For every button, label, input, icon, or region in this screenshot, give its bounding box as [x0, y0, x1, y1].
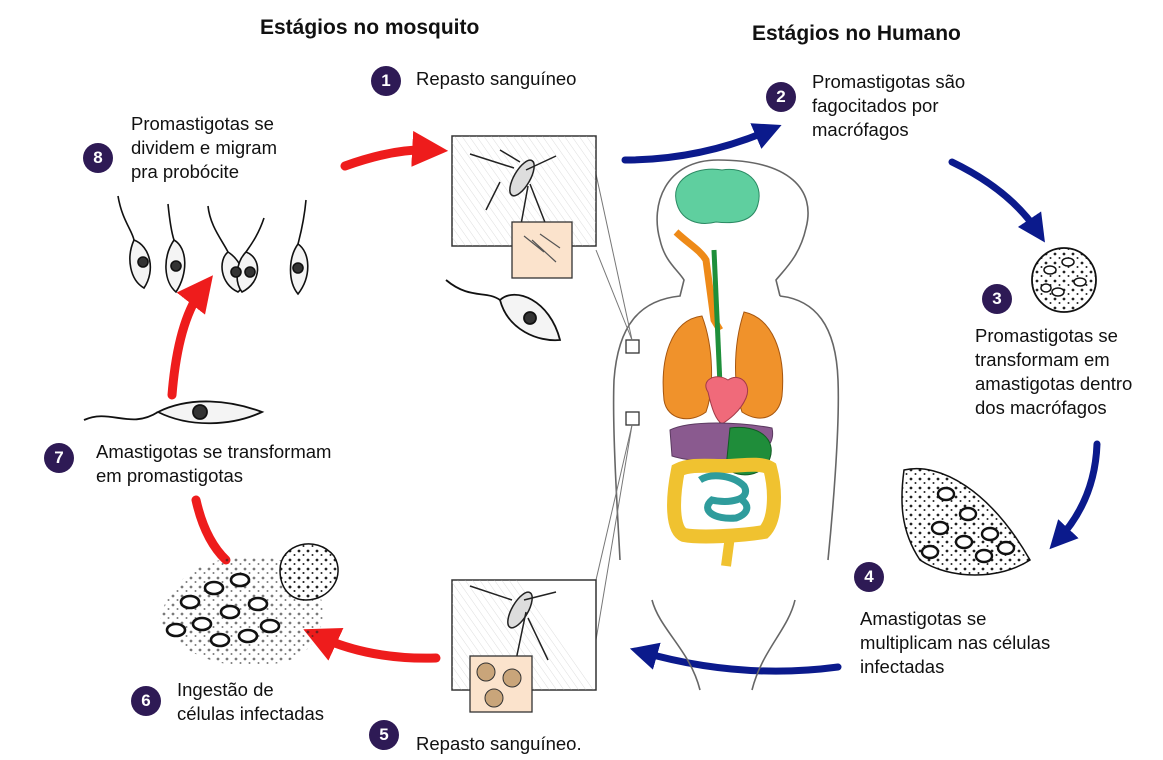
human-stages-heading: Estágios no Humano [752, 22, 961, 46]
heart [706, 377, 748, 424]
step-3-badge: 3 [982, 284, 1012, 314]
step-7-badge: 7 [44, 443, 74, 473]
step-2-badge: 2 [766, 82, 796, 112]
transforming-promastigote [84, 401, 262, 423]
pointer-line-upper [596, 174, 632, 340]
pointer-line-upper-2 [596, 250, 632, 340]
step-4-label: Amastigotas se multiplicam nas células i… [860, 607, 1050, 679]
step-2-line: fagocitados por [812, 94, 965, 118]
step-2-line: macrófagos [812, 118, 965, 142]
infected-macrophage [1032, 248, 1096, 312]
step-5-label: Repasto sanguíneo. [416, 732, 582, 756]
rectum [726, 536, 730, 566]
step-7-label: Amastigotas se transformam em promastigo… [96, 440, 331, 488]
step-5-badge: 5 [369, 720, 399, 750]
arrow-6-to-7 [196, 500, 226, 560]
step-3-line: dos macrófagos [975, 396, 1132, 420]
ingested-infected-cells [160, 544, 338, 666]
lung-left [663, 316, 711, 419]
step-6-line: Ingestão de [177, 678, 324, 702]
human-body-illustration [596, 160, 838, 690]
multiplying-amastigotes-cell [902, 469, 1030, 575]
step-6-line: células infectadas [177, 702, 324, 726]
step-1-label: Repasto sanguíneo [416, 67, 576, 91]
step-6-label: Ingestão de células infectadas [177, 678, 324, 726]
step-5-line: Repasto sanguíneo. [416, 732, 582, 756]
step-4-line: infectadas [860, 655, 1050, 679]
step-6-badge: 6 [131, 686, 161, 716]
step-4-line: Amastigotas se [860, 607, 1050, 631]
step-2-line: Promastigotas são [812, 70, 965, 94]
mosquito-stages-heading: Estágios no mosquito [260, 16, 479, 40]
step-7-line: em promastigotas [96, 464, 331, 488]
step-3-line: amastigotas dentro [975, 372, 1132, 396]
sandfly-feeding-panel-bottom [452, 580, 596, 712]
skin-site-lower [626, 412, 639, 425]
arrow-3-to-4 [1058, 444, 1097, 540]
step-8-line: Promastigotas se [131, 112, 277, 136]
arrow-7-to-8 [172, 288, 203, 395]
step-3-line: transformam em [975, 348, 1132, 372]
arrow-5-to-6 [318, 636, 436, 658]
arrow-4-to-5 [642, 652, 838, 671]
step-4-badge: 4 [854, 562, 884, 592]
step-1-badge: 1 [371, 66, 401, 96]
arrow-1-to-2 [625, 130, 770, 160]
step-8-line: pra probócite [131, 160, 277, 184]
small-intestine [700, 476, 747, 519]
pointer-line-lower-2 [596, 425, 632, 640]
step-8-line: dividem e migram [131, 136, 277, 160]
arrow-8-to-1 [345, 150, 432, 166]
step-8-label: Promastigotas se dividem e migram pra pr… [131, 112, 277, 184]
step-4-line: multiplicam nas células [860, 631, 1050, 655]
free-promastigote [446, 280, 560, 340]
step-1-line: Repasto sanguíneo [416, 67, 576, 91]
sandfly-feeding-panel-top [452, 136, 596, 278]
arrow-2-to-3 [952, 162, 1038, 232]
step-3-label: Promastigotas se transformam em amastigo… [975, 324, 1132, 420]
step-2-label: Promastigotas são fagocitados por macróf… [812, 70, 965, 142]
dividing-promastigotes [118, 196, 308, 294]
step-8-badge: 8 [83, 143, 113, 173]
skin-site-upper [626, 340, 639, 353]
step-7-line: Amastigotas se transformam [96, 440, 331, 464]
brain [676, 169, 760, 223]
step-3-line: Promastigotas se [975, 324, 1132, 348]
